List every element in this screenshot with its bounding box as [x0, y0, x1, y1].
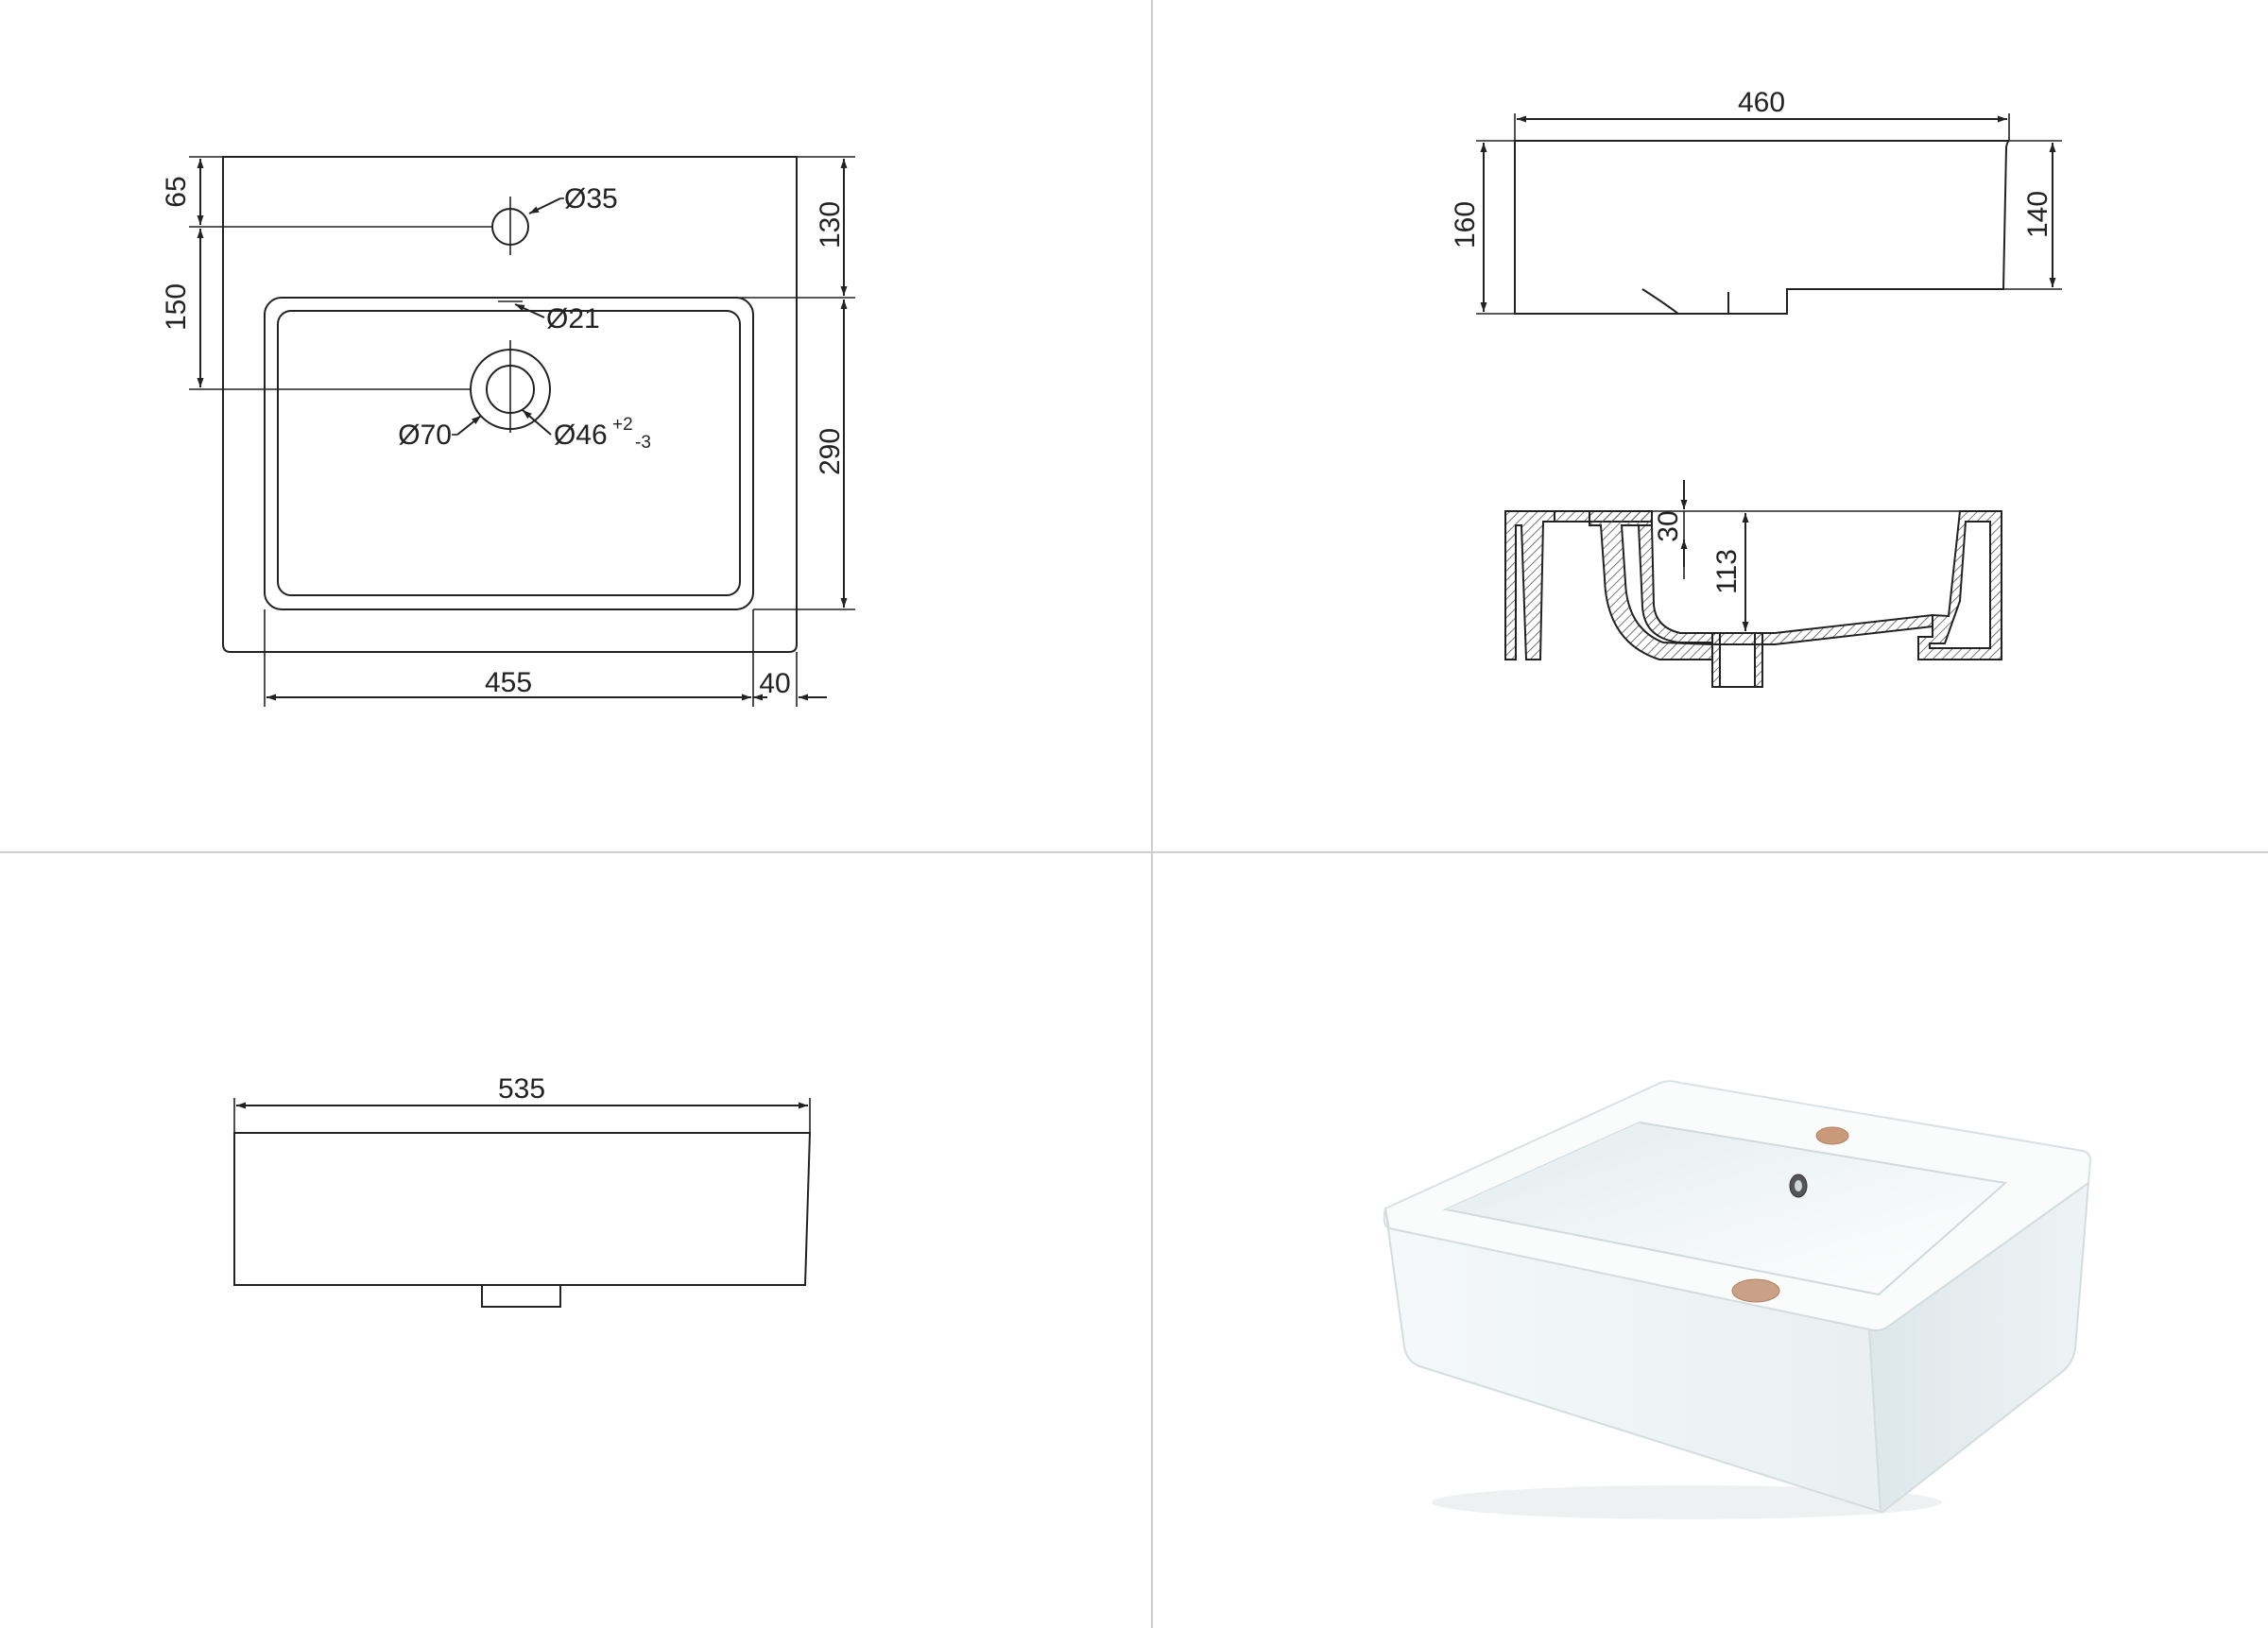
dim-label-290: 290	[815, 428, 846, 475]
top-plan-view: 65 150 130 290 455 40 Ø35 Ø21 Ø70 Ø46 +2…	[161, 156, 855, 707]
tolerance-minus: -3	[635, 433, 651, 453]
section-drain-wall-left	[1711, 632, 1721, 688]
dim-label-dia-46: Ø46	[554, 420, 608, 451]
section-left-wall	[1504, 510, 1555, 660]
dim-label-160: 160	[1450, 201, 1481, 248]
leader-46	[522, 409, 552, 436]
leader-35	[528, 197, 561, 214]
dim-label-535: 535	[498, 1073, 545, 1105]
tolerance-plus: +2	[612, 415, 633, 435]
side-body-outline	[1514, 140, 2010, 315]
dim-label-30: 30	[1653, 510, 1684, 541]
basin-outline	[222, 156, 798, 653]
dim-label-dia-70: Ø70	[398, 420, 452, 451]
dim-label-dia-35: Ø35	[564, 183, 618, 214]
front-body-outline	[233, 1132, 812, 1286]
dim-label-65: 65	[161, 176, 192, 207]
dim-label-150: 150	[161, 283, 192, 331]
dim-label-455: 455	[485, 667, 532, 698]
dim-label-113: 113	[1711, 549, 1743, 594]
front-view: 535	[233, 1073, 812, 1308]
basin-side-face	[1867, 1180, 2090, 1514]
basin-product-image	[1383, 1080, 2092, 1519]
section-drain-wall-right	[1754, 632, 1763, 688]
leader-21	[514, 303, 545, 318]
dim-label-460: 460	[1738, 87, 1785, 118]
basin-drain-hole	[1731, 1278, 1780, 1303]
dim-label-40: 40	[759, 668, 790, 699]
dim-label-140: 140	[2022, 191, 2053, 238]
bowl-inner-rim	[277, 310, 741, 596]
basin-tap-hole	[1815, 1126, 1849, 1145]
dim-label-dia-21: Ø21	[546, 303, 600, 334]
side-view: 460 160 140	[1450, 87, 2062, 315]
dim-label-130: 130	[815, 201, 846, 248]
side-overflow-spout	[1641, 288, 1729, 315]
bowl-outer-rim	[264, 297, 754, 610]
basin-bowl	[1442, 1121, 2008, 1296]
section-view: 30 113	[1504, 480, 2002, 688]
front-drain-outline	[481, 1285, 561, 1308]
leader-70	[456, 415, 482, 436]
